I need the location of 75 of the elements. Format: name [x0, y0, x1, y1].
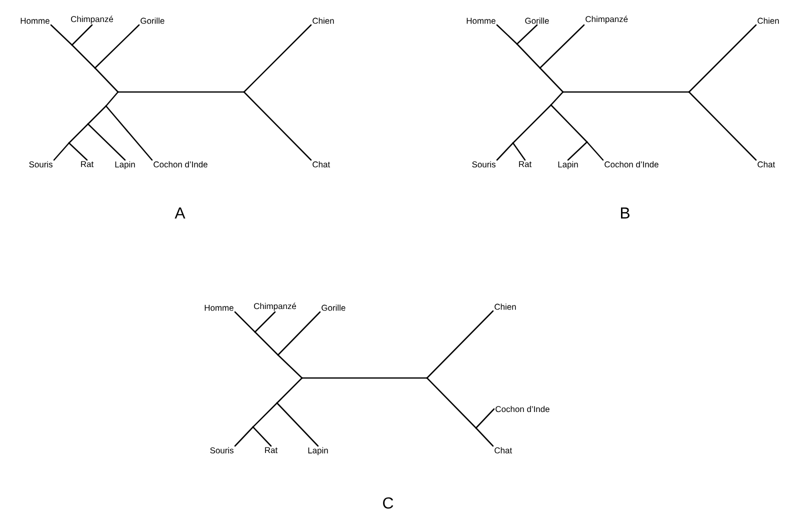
tree-branch — [68, 142, 88, 161]
tree-branch — [252, 402, 278, 428]
tree-branch — [277, 311, 321, 356]
tree-branch — [516, 24, 538, 45]
tree-branch — [539, 67, 564, 93]
tree-branch — [301, 377, 428, 379]
tree-branch — [234, 426, 254, 447]
species-label: Rat — [519, 161, 532, 168]
species-label: Chimpanzé — [254, 302, 296, 311]
tree-branch — [243, 24, 312, 93]
species-label: Souris — [210, 447, 234, 454]
species-label: Lapin — [558, 161, 578, 170]
tree-branch — [50, 24, 73, 46]
species-label: Lapin — [115, 161, 135, 170]
tree-branch — [94, 67, 119, 93]
species-label: Lapin — [308, 447, 328, 456]
panel-letter: C — [383, 497, 394, 509]
tree-branch — [512, 104, 552, 144]
tree-branch — [94, 24, 140, 69]
tree-branch — [252, 426, 272, 447]
species-label: Gorille — [322, 304, 346, 311]
tree-branch — [71, 24, 93, 46]
tree-branch — [688, 24, 757, 93]
tree-branch — [276, 402, 319, 447]
species-label: Cochon d’Inde — [604, 161, 658, 168]
tree-branch — [475, 408, 495, 429]
tree-branch — [87, 123, 126, 161]
tree-branch — [688, 91, 757, 161]
species-label: Chien — [758, 18, 779, 24]
tree-branch — [71, 44, 96, 69]
tree-branch — [53, 142, 70, 161]
panel-letter: B — [621, 208, 630, 218]
tree-branch — [516, 43, 541, 69]
species-label: Homme — [20, 18, 50, 24]
tree-branch — [550, 91, 564, 106]
species-label: Cochon d’Inde — [154, 161, 208, 168]
tree-branch — [254, 331, 279, 356]
tree-branch — [496, 142, 514, 161]
tree-branch — [426, 310, 494, 379]
species-label: Cochon d’Inde — [496, 406, 550, 412]
species-label: Gorille — [525, 18, 549, 24]
tree-branch — [117, 91, 245, 93]
species-label: Chimpanzé — [586, 16, 628, 24]
species-label: Homme — [204, 304, 234, 311]
tree-branch — [87, 105, 107, 125]
tree-branch — [567, 141, 588, 161]
tree-branch — [496, 24, 518, 45]
tree-branch — [475, 427, 494, 447]
tree-branch — [512, 142, 526, 161]
panel-letter: A — [174, 208, 186, 218]
species-label: Rat — [265, 447, 278, 454]
species-label: Homme — [466, 18, 496, 24]
tree-branch — [68, 123, 89, 144]
tree-branch — [539, 24, 585, 69]
species-label: Souris — [472, 161, 496, 168]
species-label: Chat — [312, 161, 330, 168]
species-label: Gorille — [140, 18, 164, 24]
species-label: Chimpanzé — [71, 16, 114, 24]
tree-branch — [562, 91, 690, 93]
tree-branch — [234, 311, 256, 333]
species-label: Chat — [758, 161, 776, 168]
species-label: Chien — [312, 18, 334, 24]
species-label: Chat — [494, 447, 512, 454]
species-label: Souris — [29, 161, 52, 168]
tree-branch — [426, 377, 477, 429]
tree-branch — [276, 377, 303, 404]
tree-branch — [243, 91, 312, 161]
tree-branch — [105, 91, 119, 107]
tree-branch — [586, 141, 604, 161]
tree-branch — [105, 105, 153, 161]
tree-branch — [254, 311, 276, 333]
species-label: Chien — [494, 304, 516, 310]
tree-branch — [277, 354, 303, 379]
tree-branch — [550, 104, 588, 143]
species-label: Rat — [81, 161, 94, 168]
